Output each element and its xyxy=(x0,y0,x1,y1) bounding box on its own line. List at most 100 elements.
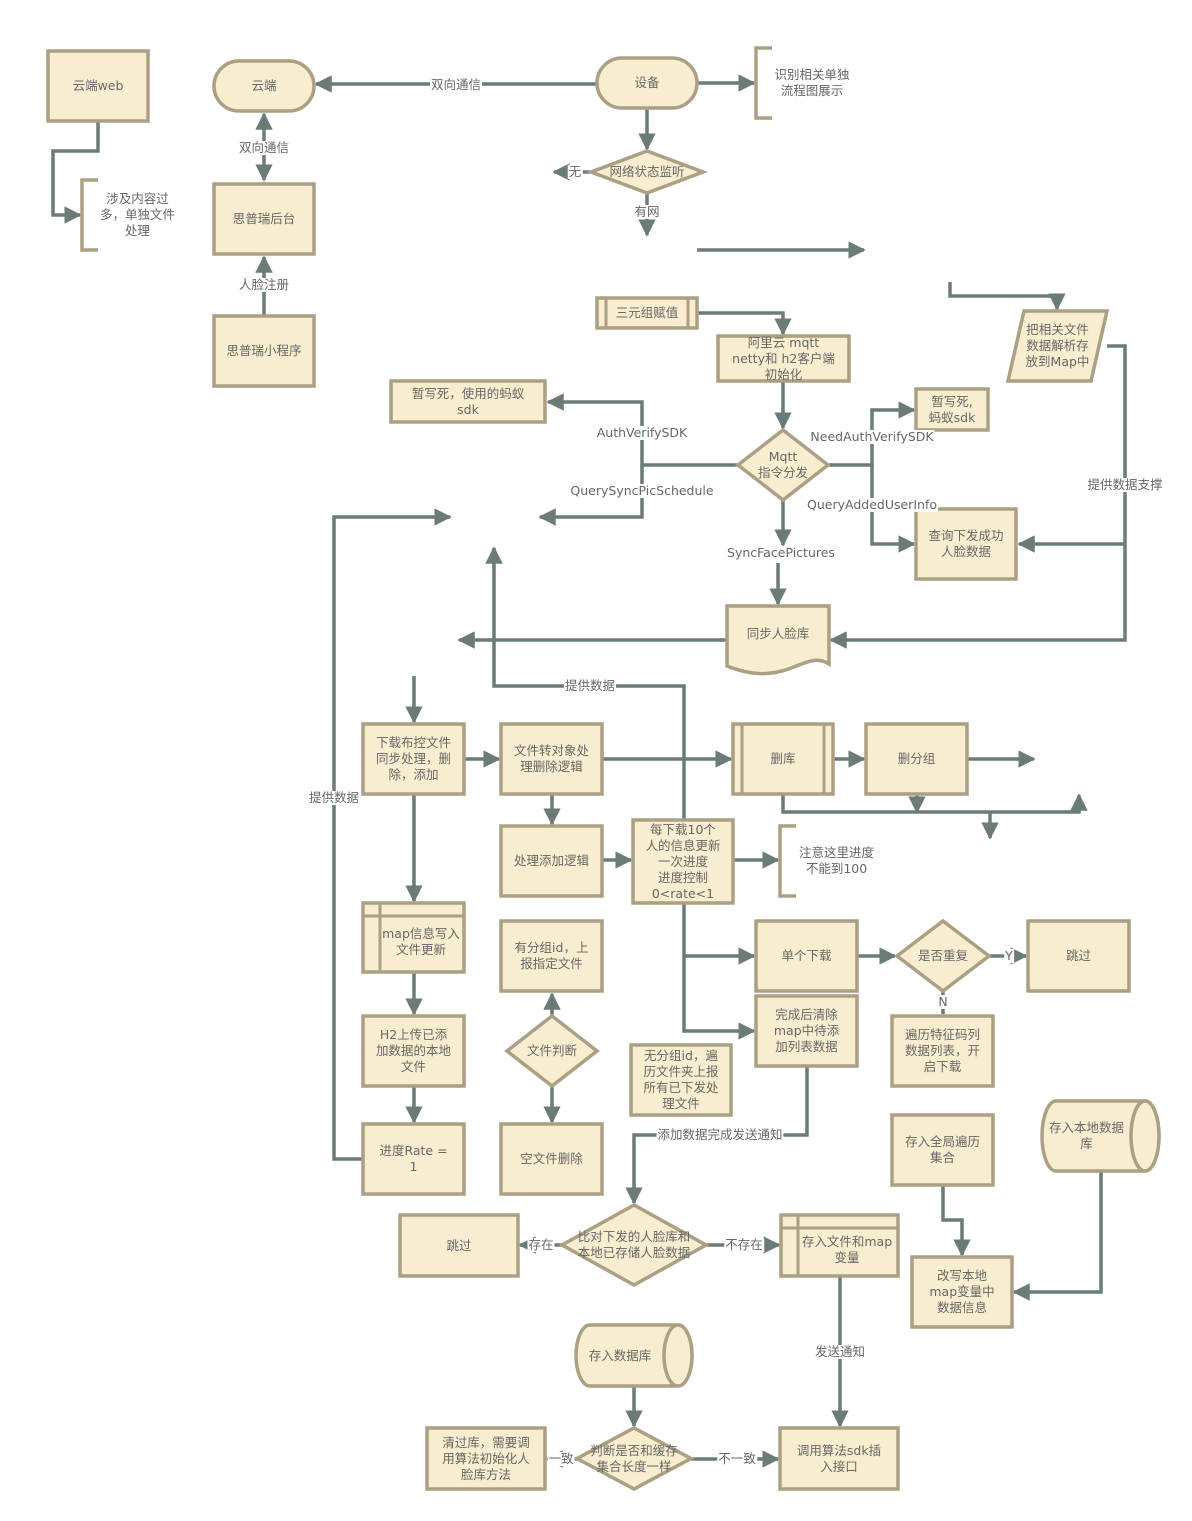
antsdk-shape xyxy=(389,379,547,424)
nogroup-node: 无分组id，遍 历文件夹上报 所有已下发处 理文件 xyxy=(643,1048,719,1111)
compare-node: 比对下发的人脸库和 本地已存储人脸数据 xyxy=(577,1229,691,1260)
rewrite-shape xyxy=(910,1255,1014,1329)
connector-arrow xyxy=(332,508,452,1161)
dup-shape xyxy=(894,918,992,994)
mapwrite-shape xyxy=(361,901,466,974)
edge-label-hasnet: 有网 xyxy=(633,204,661,219)
every10-node: 每下载10个 人的信息更新 一次进度 进度控制 0<rate<1 xyxy=(645,821,721,901)
rate1-node: 进度Rate = 1 xyxy=(379,1143,448,1174)
traverse-node: 遍历特征码列 数据列表，开 启下载 xyxy=(904,1027,980,1074)
edge-label-notexists: 不存在 xyxy=(724,1237,764,1252)
connector-arrow xyxy=(870,465,916,553)
emptydel-shape xyxy=(499,1122,604,1196)
connector-arrow xyxy=(698,311,792,336)
parse-node: 把相关文件 数据解析存 放到Map中 xyxy=(1025,322,1090,369)
syncface-node: 同步人脸库 xyxy=(746,626,810,641)
clear-shape xyxy=(425,1426,547,1491)
saveglobal-node: 存入全局遍历 集合 xyxy=(904,1134,980,1165)
cloud-node: 云端 xyxy=(251,78,277,93)
h2-node: H2上传已添 加数据的本地 文件 xyxy=(375,1027,451,1074)
h2-shape xyxy=(361,1014,466,1088)
device-shape xyxy=(595,56,699,110)
aliyun-shape xyxy=(716,334,851,383)
edge-label-bidir2: 双向通信 xyxy=(237,140,291,155)
convert-shape xyxy=(499,722,604,796)
mqtt-shape xyxy=(735,427,831,503)
edge-label-needauth: NeedAuthVerifySDK xyxy=(809,429,935,444)
connector-arrow xyxy=(1012,1172,1103,1301)
edge-label-exists: 存在 xyxy=(527,1237,555,1252)
download-node: 下载布控文件 同步处理，删 除，添加 xyxy=(375,735,451,782)
edge-label-auth: AuthVerifySDK xyxy=(595,425,689,440)
connector-arrow xyxy=(948,282,1066,311)
mqtt-node: Mqtt 指令分发 xyxy=(757,449,808,480)
note2-node: 涉及内容过 多，单独文件 处理 xyxy=(99,191,175,238)
antsdk2-shape xyxy=(914,387,990,432)
net-node: 网络状态监听 xyxy=(609,164,685,179)
antsdk2-node: 暂写死, 蚂蚁sdk xyxy=(928,393,976,425)
edge-label-querysync: QuerySyncPicSchedule xyxy=(569,483,715,498)
samelen-shape xyxy=(573,1426,695,1491)
savedb-node: 存入数据库 xyxy=(588,1347,652,1363)
web-node: 云端web xyxy=(72,78,124,93)
nogroup-shape xyxy=(629,1043,733,1117)
single-node: 单个下载 xyxy=(781,948,832,963)
connector-arrow xyxy=(682,904,756,1040)
parse-shape xyxy=(1005,309,1110,383)
connector-arrow xyxy=(829,344,1127,649)
dellib-node: 删库 xyxy=(770,751,796,766)
edge-label-syncpics: SyncFacePictures xyxy=(726,545,836,560)
traverse-shape xyxy=(890,1014,995,1088)
filejudge-shape xyxy=(504,1013,600,1089)
dup-node: 是否重复 xyxy=(917,948,968,963)
syncface-shape xyxy=(725,604,831,676)
skip2-node: 跳过 xyxy=(446,1237,472,1253)
triple-node: 三元组赋值 xyxy=(615,305,679,320)
dellib-shape xyxy=(731,722,835,796)
antsdk-node: 暂写死，使用的蚂蚁 sdk xyxy=(411,385,525,417)
edge-label-support: 提供数据支撑 xyxy=(1086,477,1164,492)
connector-arrow xyxy=(941,1186,971,1257)
every10-shape xyxy=(631,818,735,905)
addlogic-shape xyxy=(499,824,604,898)
savefile-node: 存入文件和map 变量 xyxy=(801,1233,893,1265)
saveglobal-shape xyxy=(890,1113,995,1187)
device-node: 设备 xyxy=(634,75,660,90)
query-node: 查询下发成功 人脸数据 xyxy=(928,528,1004,559)
localdb-shape xyxy=(1040,1099,1161,1173)
connector-arrow xyxy=(538,465,644,526)
web-shape xyxy=(46,49,150,123)
callsdk-shape xyxy=(778,1426,900,1491)
savefile-shape xyxy=(779,1213,900,1278)
edge-label-notify2: 发送通知 xyxy=(813,1344,867,1359)
hasgroup-node: 有分组id，上 报指定文件 xyxy=(514,940,589,971)
compare-shape xyxy=(558,1202,710,1288)
hasgroup-shape xyxy=(499,919,604,993)
cloud-shape xyxy=(212,59,316,113)
delgroup-node: 删分组 xyxy=(897,751,936,766)
edge-label-facereg: 人脸注册 xyxy=(237,277,291,292)
connector-arrow xyxy=(781,793,1088,814)
net-shape xyxy=(586,149,708,195)
edge-label-no: N xyxy=(937,994,949,1009)
connector-arrow xyxy=(51,122,100,224)
mapwrite-node: map信息写入 文件更新 xyxy=(382,925,460,957)
edge-label-notsame: 不一致 xyxy=(717,1451,757,1466)
emptydel-node: 空文件删除 xyxy=(520,1151,583,1166)
miniprog-node: 思普瑞小程序 xyxy=(226,343,302,358)
edge-label-nonet: 无 xyxy=(567,164,583,179)
note3-node: 注意这里进度 不能到100 xyxy=(798,845,874,876)
note3-shape xyxy=(778,824,796,898)
skip1-shape xyxy=(1026,919,1131,993)
addlogic-node: 处理添加逻辑 xyxy=(513,853,589,868)
skip2-shape xyxy=(398,1213,520,1278)
aliyun-node: 阿里云 mqtt netty和 h2客户端 初始化 xyxy=(732,334,835,382)
backend-node: 思普瑞后台 xyxy=(232,211,296,226)
filejudge-node: 文件判断 xyxy=(526,1043,577,1058)
note1-node: 识别相关单独 流程图展示 xyxy=(774,67,850,98)
rate1-shape xyxy=(361,1122,466,1196)
rewrite-node: 改写本地 map变量中 数据信息 xyxy=(929,1268,995,1315)
skip1-node: 跳过 xyxy=(1065,948,1091,963)
